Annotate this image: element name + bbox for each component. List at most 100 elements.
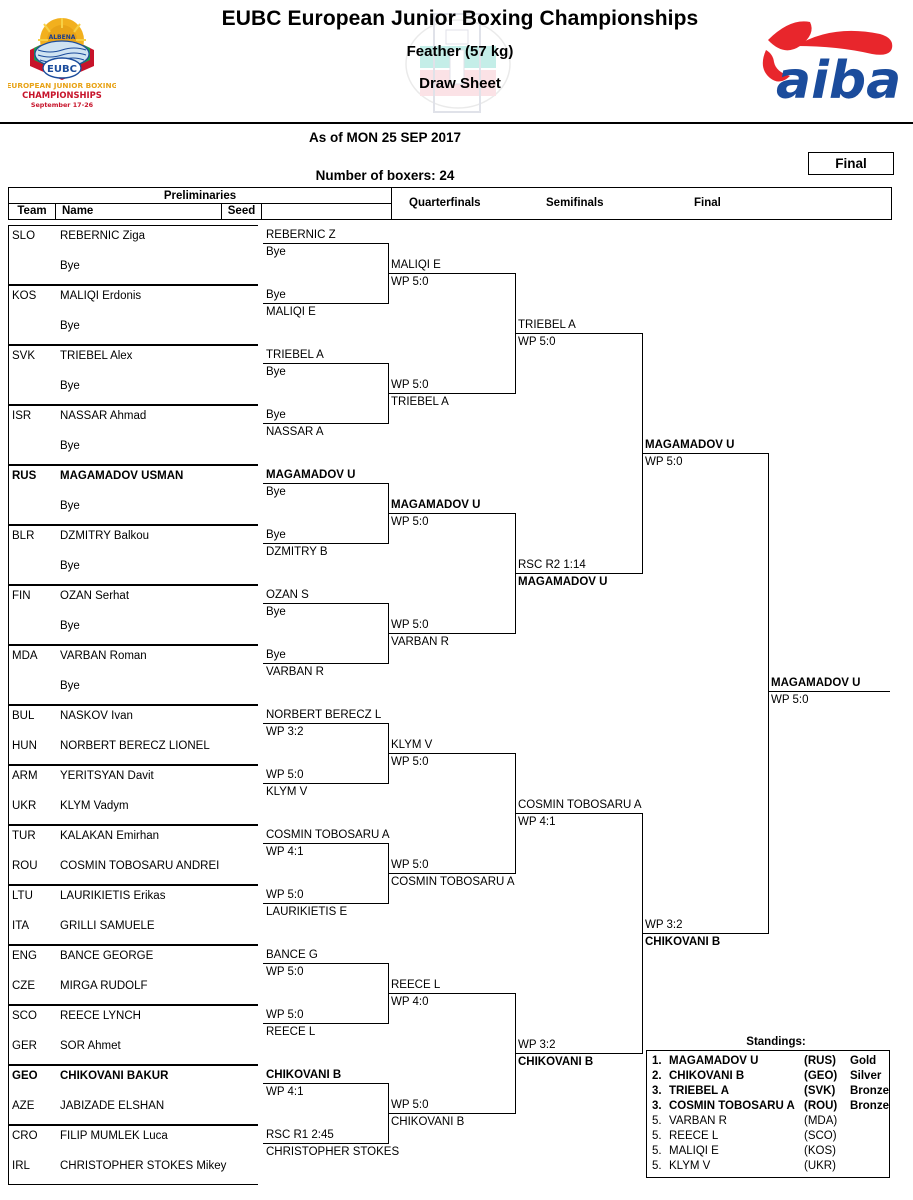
prelim-boxer-name: Bye (60, 320, 80, 332)
standings-boxer: CHIKOVANI B (669, 1070, 745, 1082)
svg-text:aiba: aiba (776, 51, 901, 110)
champion-name: MAGAMADOV U (771, 677, 861, 689)
standings-row: 5.KLYM V(UKR) (647, 1159, 889, 1174)
standings-country: (RUS) (804, 1055, 836, 1067)
sf-winner-result: WP 4:1 (518, 816, 556, 828)
pair-bottom-rule (8, 343, 258, 345)
prelim-boxer-name: Bye (60, 560, 80, 572)
prelim-boxer-name: VARBAN Roman (60, 650, 147, 662)
qf-winner-name: KLYM V (391, 739, 433, 751)
pair-bottom-rule (8, 1003, 258, 1005)
prelim-boxer-name: REECE LYNCH (60, 1010, 141, 1022)
prelim-boxer-name: CHIKOVANI BAKUR (60, 1070, 169, 1082)
r1-top-rule (263, 363, 388, 365)
qf-top-rule (388, 753, 515, 755)
r1-loser-name: KLYM V (266, 786, 308, 798)
r1-loser-result: WP 5:0 (266, 769, 304, 781)
col-header-final: Final (694, 197, 721, 209)
standings-country: (SCO) (804, 1130, 837, 1142)
prelim-boxer-name: Bye (60, 680, 80, 692)
as-of-date: As of MON 25 SEP 2017 (308, 130, 462, 145)
col-header-semifinals: Semifinals (546, 197, 604, 209)
champion-result: WP 5:0 (771, 694, 809, 706)
prelim-team-code: BUL (12, 710, 35, 722)
pair-left-rule (8, 225, 10, 285)
r1-loser-name: LAURIKIETIS E (266, 906, 348, 918)
pair-left-rule (8, 645, 10, 705)
prelim-team-code: KOS (12, 290, 37, 302)
pair-bottom-rule (8, 463, 258, 465)
standings-row: 1.MAGAMADOV U(RUS)Gold (647, 1054, 889, 1069)
r1-top-rule (263, 723, 388, 725)
col-header-subrow: Team Name Seed (9, 204, 391, 219)
qf-loser-name: COSMIN TOBOSARU A (391, 876, 515, 888)
prelim-boxer-name: CHRISTOPHER STOKES Mikey (60, 1160, 227, 1172)
prelim-row: Bye (8, 315, 258, 345)
r1-top-rule (263, 603, 388, 605)
prelim-boxer-name: KALAKAN Emirhan (60, 830, 160, 842)
standings-medal: Bronze (850, 1085, 889, 1097)
final-bottom-name: CHIKOVANI B (645, 936, 721, 948)
r1-loser-result: WP 5:0 (266, 889, 304, 901)
prelim-team-code: FIN (12, 590, 31, 602)
eubc-logo-graphic: ALBENA 2017 EUBC EUROPEAN JUNIOR BOXING … (6, 4, 118, 112)
prelim-boxer-name: COSMIN TOBOSARU ANDREI (60, 860, 220, 872)
pair-left-rule (8, 585, 10, 645)
sf-loser-name: MAGAMADOV U (518, 576, 608, 588)
qf-bottom-rule (388, 1113, 515, 1115)
pair-top-rule (8, 705, 258, 707)
standings-country: (KOS) (804, 1145, 836, 1157)
r1-winner-name: TRIEBEL A (266, 349, 324, 361)
standings-boxer: KLYM V (669, 1160, 711, 1172)
qf-bottom-rule (388, 393, 515, 395)
standings-medal: Bronze (850, 1100, 889, 1112)
column-header-table: Preliminaries Team Name Seed Quarterfina… (8, 187, 892, 220)
standings-row: 2.CHIKOVANI B(GEO)Silver (647, 1069, 889, 1084)
prelim-row: Bye (8, 495, 258, 525)
standings-rank: 1. (652, 1055, 662, 1067)
qf-winner-name: REECE L (391, 979, 441, 991)
r1-winner-result: WP 3:2 (266, 726, 304, 738)
r1-bottom-rule (263, 663, 388, 665)
pair-top-rule (8, 585, 258, 587)
r1-winner-result: Bye (266, 246, 286, 258)
qf-loser-result: WP 5:0 (391, 619, 429, 631)
standings-country: (SVK) (804, 1085, 836, 1097)
weight-class: Feather (57 kg) (406, 43, 514, 60)
prelim-boxer-name: Bye (60, 620, 80, 632)
qf-loser-result: WP 5:0 (391, 379, 429, 391)
standings-rank: 2. (652, 1070, 662, 1082)
prelim-team-code: SCO (12, 1010, 37, 1022)
prelim-team-code: TUR (12, 830, 36, 842)
standings-rank: 5. (652, 1145, 662, 1157)
r1-winner-result: WP 5:0 (266, 966, 304, 978)
prelim-row: Bye (8, 555, 258, 585)
r1-winner-name: COSMIN TOBOSARU A (266, 829, 390, 841)
document-type: Draw Sheet (419, 75, 501, 92)
r1-winner-name: MAGAMADOV U (266, 469, 356, 481)
pair-top-rule (8, 1065, 258, 1067)
pair-bottom-rule (8, 1183, 258, 1185)
prelim-row: SCO REECE LYNCH (8, 1005, 258, 1035)
prelim-boxer-name: REBERNIC Ziga (60, 230, 145, 242)
prelim-team-code: ITA (12, 920, 30, 932)
qf-top-rule (388, 993, 515, 995)
prelim-boxer-name: SOR Ahmet (60, 1040, 121, 1052)
r1-loser-name: VARBAN R (266, 666, 324, 678)
aiba-logo-graphic: aiba (762, 21, 901, 111)
prelim-row: Bye (8, 435, 258, 465)
standings-row: 3.TRIEBEL A(SVK)Bronze (647, 1084, 889, 1099)
prelim-boxer-name: GRILLI SAMUELE (60, 920, 155, 932)
prelim-team-code: CRO (12, 1130, 38, 1142)
qf-winner-name: MAGAMADOV U (391, 499, 481, 511)
col-header-divider (391, 188, 393, 219)
qf-loser-result: WP 5:0 (391, 1099, 429, 1111)
r1-winner-result: Bye (266, 486, 286, 498)
